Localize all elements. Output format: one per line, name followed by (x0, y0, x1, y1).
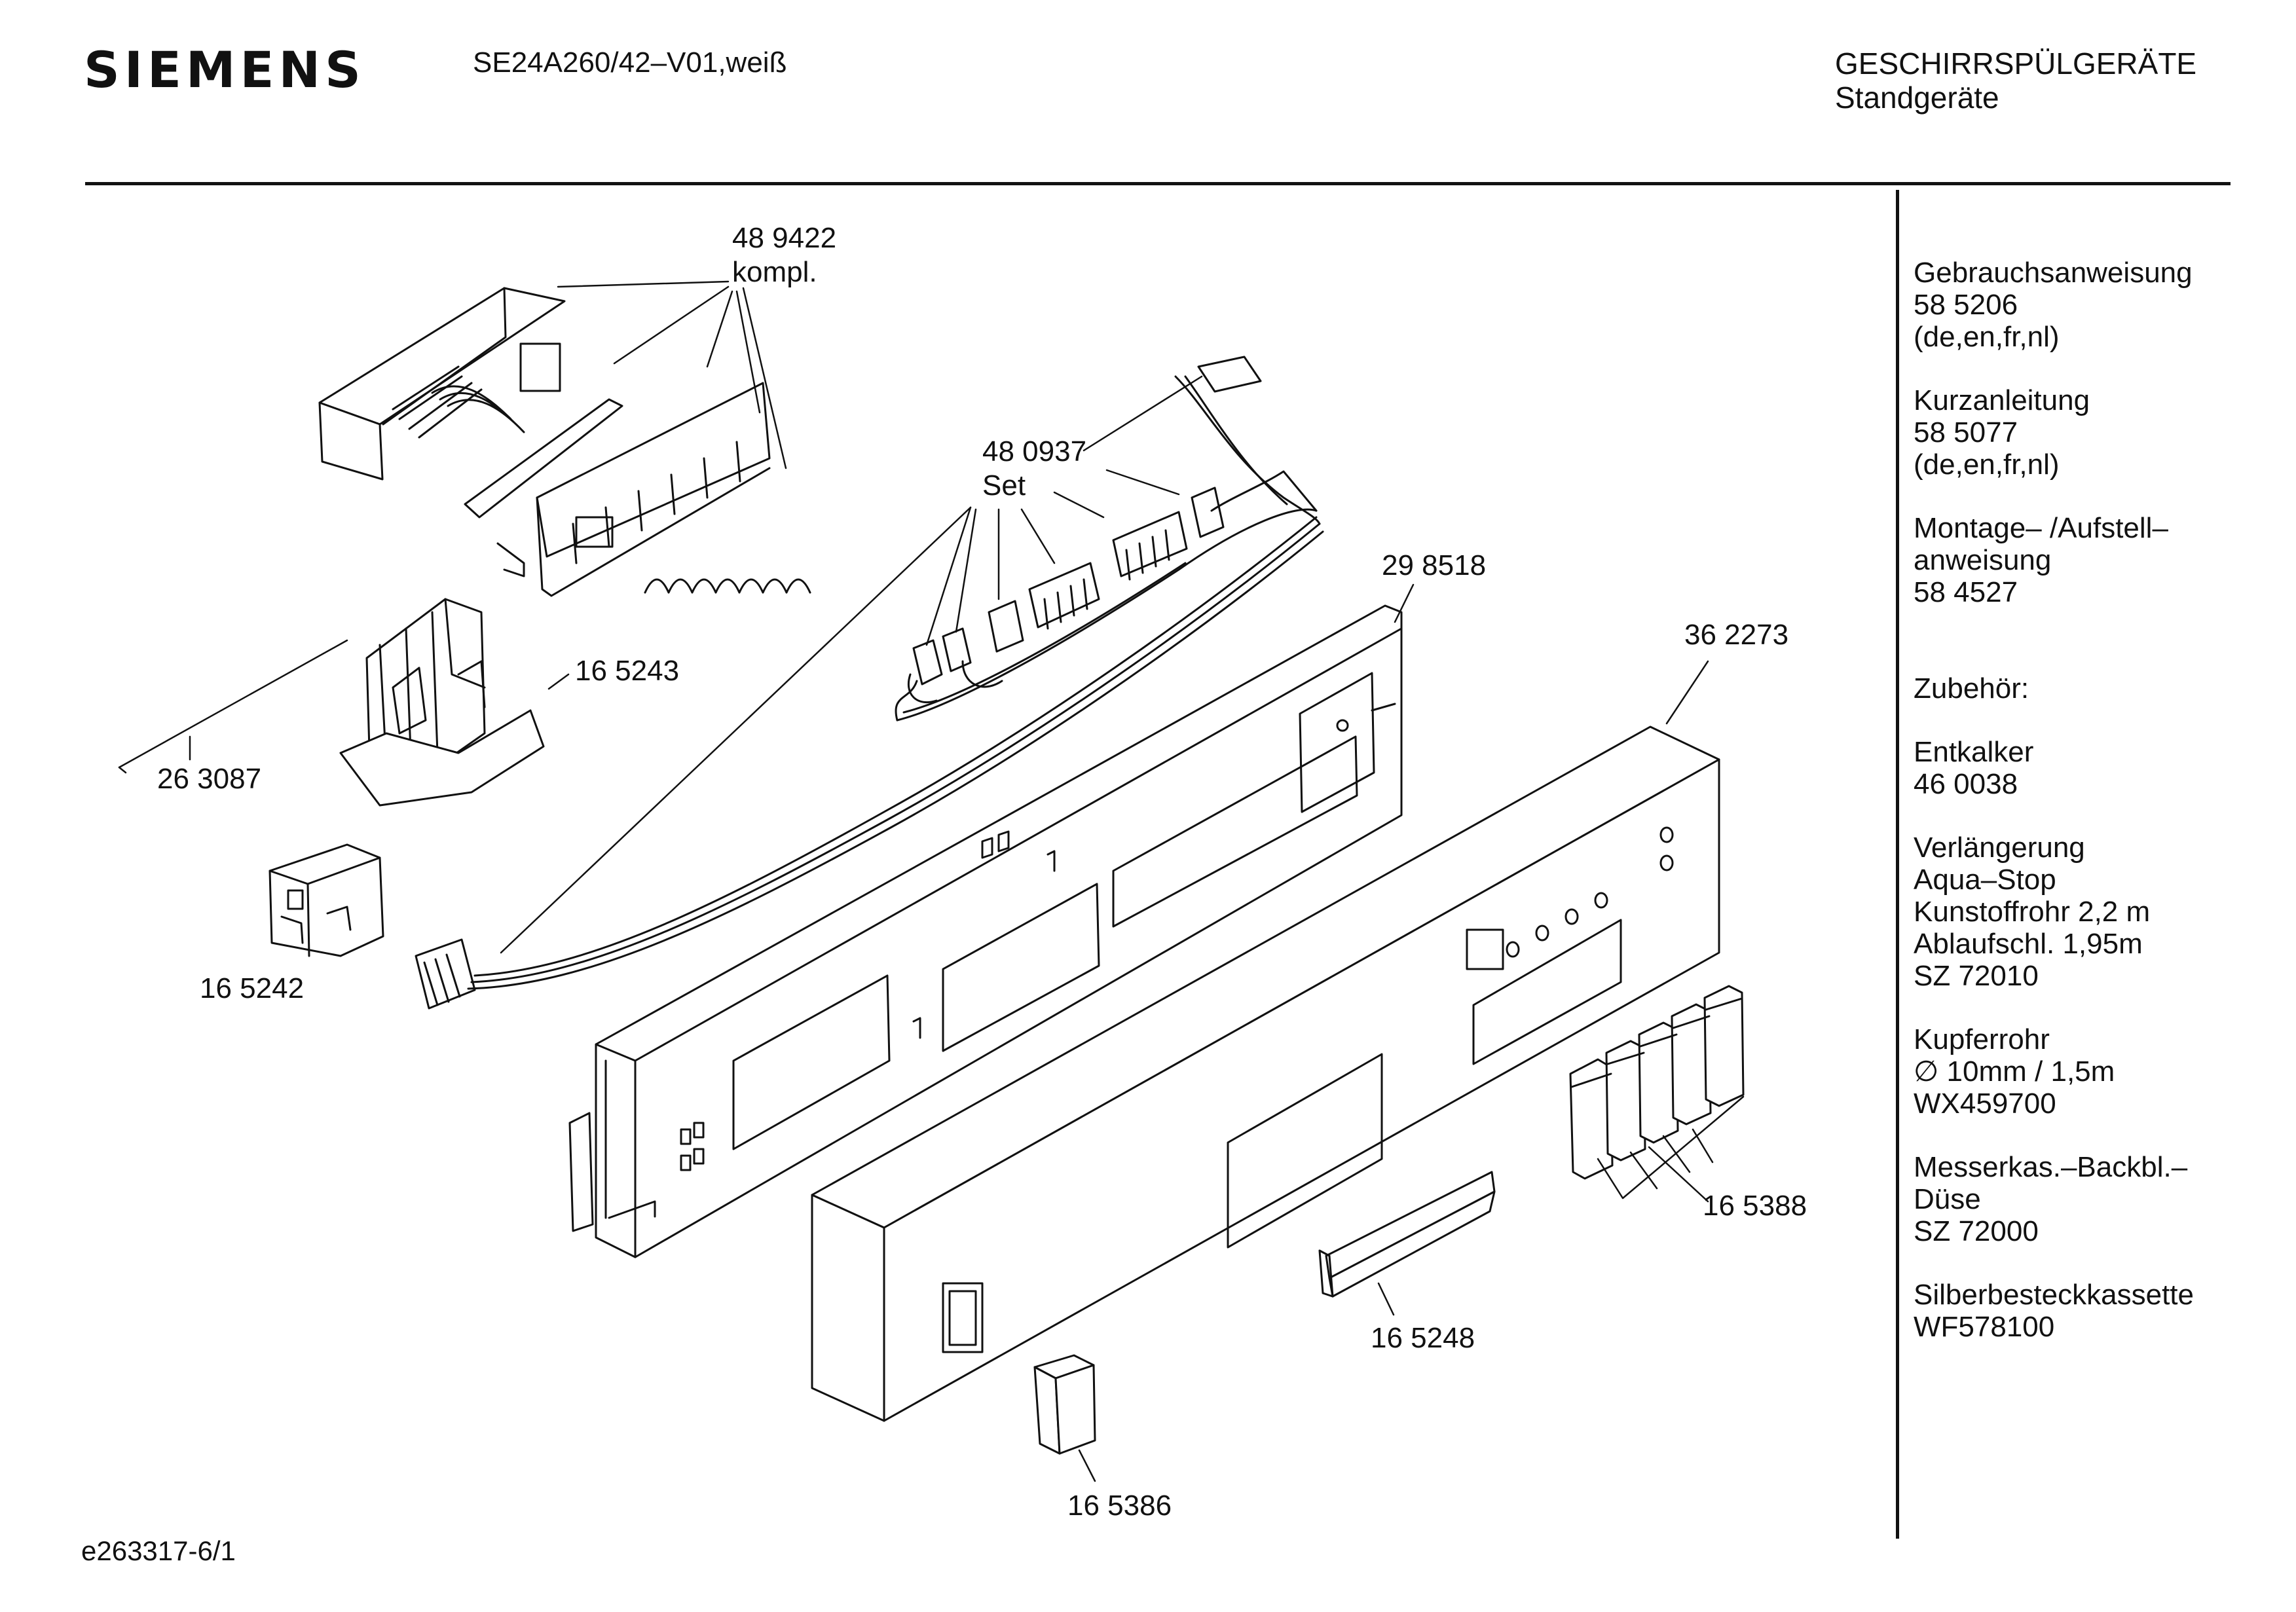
sidebar-line: (de,en,fr,nl) (1914, 321, 2060, 353)
control-panel-frame (570, 606, 1401, 1257)
sidebar-line: 46 0038 (1914, 768, 2018, 800)
sidebar-line: WF578100 (1914, 1311, 2055, 1343)
sidebar-line: Montage– /Aufstell– (1914, 512, 2168, 544)
header-divider (85, 182, 2231, 185)
part-note-set: Set (982, 469, 1026, 502)
part-165386-leader (1079, 1450, 1095, 1481)
part-362273-leader (1667, 661, 1708, 724)
sidebar-line: 58 5206 (1914, 289, 2018, 321)
accessories-sidebar: Gebrauchsanweisung 58 5206 (de,en,fr,nl)… (1914, 257, 2280, 1374)
sidebar-divider (1896, 190, 1899, 1539)
sidebar-line: Ablaufschl. 1,95m (1914, 928, 2143, 960)
appliance-category: GESCHIRRSPÜLGERÄTE (1835, 46, 2197, 81)
door-lock (341, 599, 544, 805)
sidebar-block-quick-guide: Kurzanleitung 58 5077 (de,en,fr,nl) (1914, 384, 2280, 481)
part-number-298518: 29 8518 (1382, 549, 1487, 581)
part-165248-leader (1379, 1283, 1394, 1315)
part-number-480937: 48 0937 (982, 435, 1087, 467)
electronic-module (320, 288, 810, 596)
program-switch (270, 845, 383, 956)
sidebar-block-copper-pipe: Kupferrohr ∅ 10mm / 1,5m WX459700 (1914, 1023, 2280, 1120)
model-number: SE24A260/42–V01,weiß (473, 46, 787, 79)
part-number-263087: 26 3087 (157, 763, 262, 795)
part-number-489422: 48 9422 (732, 222, 837, 254)
part-263087-rod (119, 640, 347, 767)
sidebar-block-cutlery-basket: Silberbesteckkassette WF578100 (1914, 1279, 2280, 1343)
sidebar-line: Kupferrohr (1914, 1023, 2050, 1055)
part-number-165242: 16 5242 (200, 972, 305, 1004)
handle-strip (1320, 1172, 1494, 1296)
part-number-165248: 16 5248 (1371, 1322, 1475, 1354)
appliance-subcategory: Standgeräte (1835, 81, 1999, 115)
sidebar-block-user-manual: Gebrauchsanweisung 58 5206 (de,en,fr,nl) (1914, 257, 2280, 353)
sidebar-line: Silberbesteckkassette (1914, 1279, 2194, 1311)
part-165243-leader (549, 674, 568, 689)
part-165388-leaders (1598, 1097, 1743, 1201)
part-480937-leaders (501, 376, 1202, 953)
part-298518-leader (1395, 585, 1413, 622)
sidebar-line: Gebrauchsanweisung (1914, 257, 2193, 289)
part-number-165243: 16 5243 (575, 655, 680, 687)
sidebar-line: Düse (1914, 1183, 1981, 1215)
sidebar-block-extension: Verlängerung Aqua–Stop Kunstoffrohr 2,2 … (1914, 832, 2280, 992)
part-number-362273: 36 2273 (1684, 619, 1789, 651)
control-panel-fascia (812, 727, 1719, 1421)
part-489422-leaders (558, 282, 786, 468)
sidebar-line: Kunstoffrohr 2,2 m (1914, 896, 2151, 928)
sidebar-block-nozzle: Messerkas.–Backbl.– Düse SZ 72000 (1914, 1151, 2280, 1247)
sidebar-line: anweisung (1914, 544, 2052, 576)
sidebar-line: Messerkas.–Backbl.– (1914, 1151, 2188, 1183)
button-cap (1035, 1355, 1095, 1454)
sidebar-line: Zubehör: (1914, 672, 2029, 705)
sidebar-line: Aqua–Stop (1914, 864, 2056, 896)
sidebar-line: SZ 72010 (1914, 960, 2039, 992)
sidebar-line: 58 4527 (1914, 576, 2018, 608)
sidebar-line: 58 5077 (1914, 416, 2018, 449)
sidebar-line: SZ 72000 (1914, 1215, 2039, 1247)
document-id: e263317-6/1 (81, 1535, 236, 1566)
sidebar-line: Verlängerung (1914, 832, 2085, 864)
sidebar-block-descaler: Entkalker 46 0038 (1914, 736, 2280, 800)
sidebar-line: WX459700 (1914, 1088, 2056, 1120)
sidebar-line: Kurzanleitung (1914, 384, 2090, 416)
part-number-165388: 16 5388 (1703, 1190, 1807, 1222)
part-note-kompl: kompl. (732, 256, 817, 288)
sidebar-line: (de,en,fr,nl) (1914, 449, 2060, 481)
sidebar-block-accessories-heading: Zubehör: (1914, 672, 2280, 705)
sidebar-line: ∅ 10mm / 1,5m (1914, 1055, 2115, 1088)
brand-logo: SIEMENS (84, 41, 365, 99)
sidebar-line: Entkalker (1914, 736, 2034, 768)
sidebar-block-installation: Montage– /Aufstell– anweisung 58 4527 (1914, 512, 2280, 608)
part-number-165386: 16 5386 (1067, 1490, 1172, 1522)
push-buttons (1570, 986, 1743, 1179)
